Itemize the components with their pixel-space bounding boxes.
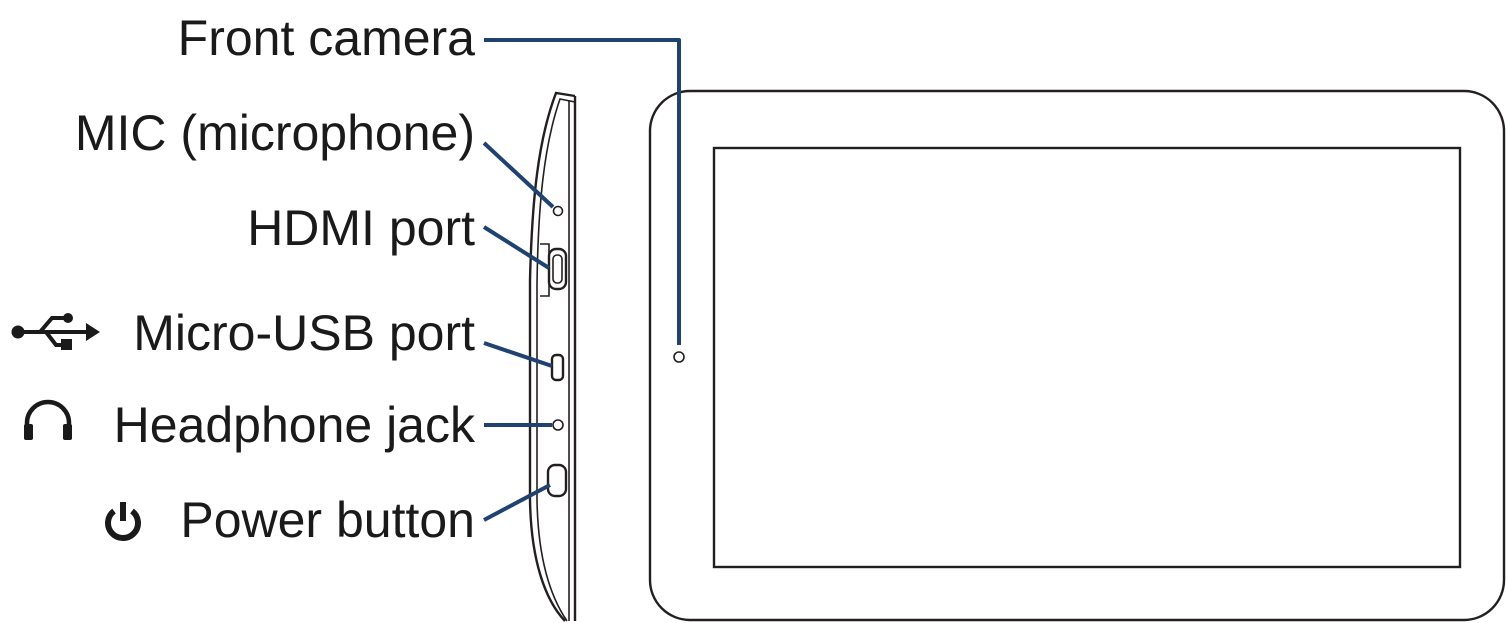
leader-front-camera — [484, 38, 681, 345]
headphone-icon — [24, 399, 72, 440]
headphone-jack-hole — [552, 419, 564, 431]
label-micro-usb: Micro-USB port — [133, 305, 475, 361]
hdmi-port-slot — [547, 247, 568, 291]
label-mic: MIC (microphone) — [75, 105, 475, 161]
label-hdmi: HDMI port — [247, 200, 475, 256]
power-icon — [105, 502, 141, 541]
screen — [712, 146, 1462, 569]
label-power: Power button — [180, 492, 475, 548]
usb-icon — [11, 313, 100, 350]
micro-usb-slot — [550, 353, 565, 382]
label-headphone: Headphone jack — [114, 397, 476, 453]
label-front-camera: Front camera — [178, 10, 476, 66]
leader-lines — [482, 38, 681, 522]
front-camera-lens — [673, 351, 685, 363]
tablet-side-view — [528, 91, 577, 622]
leader-hdmi — [482, 225, 551, 270]
leader-micro-usb — [483, 341, 553, 368]
leader-power — [483, 483, 551, 522]
leader-mic — [482, 141, 555, 209]
mic-hole — [552, 205, 564, 217]
tablet-front-view — [648, 89, 1506, 622]
power-button-shape — [546, 463, 568, 498]
